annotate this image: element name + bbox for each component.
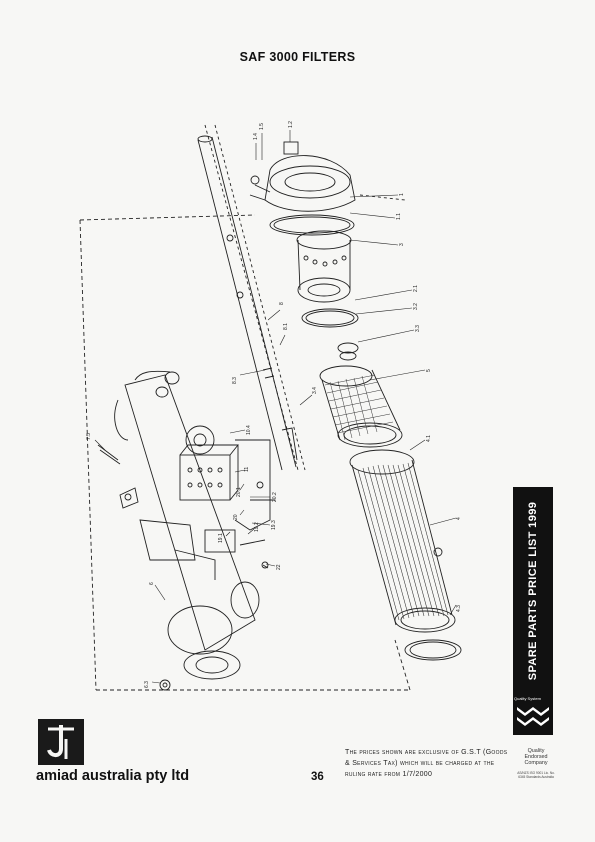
callout-label: 3.3 xyxy=(415,325,421,332)
quality-licence-text: AS/NZS ISO 9001 Lic. No. 6345 Standards … xyxy=(517,771,555,779)
callout-label: 4 xyxy=(456,517,462,520)
callout-label: 1.5 xyxy=(259,123,265,130)
callout-label: 1 xyxy=(399,193,405,196)
callout-label: 3.4 xyxy=(312,387,318,394)
callout-label: 1.2 xyxy=(288,121,294,128)
callout-label: 3 xyxy=(399,243,405,246)
callout-label: 3.2 xyxy=(413,303,419,310)
callout-label: 10.4 xyxy=(246,425,252,435)
chevron-pattern-icon xyxy=(517,707,549,726)
callout-label: 4.1 xyxy=(426,435,432,442)
callout-label: 19.1 xyxy=(218,533,224,543)
callout-label: 19.2 xyxy=(254,522,260,532)
callout-label: 22 xyxy=(276,564,282,570)
callout-label: 1.1 xyxy=(396,213,402,220)
callout-label: 7.5 xyxy=(86,433,92,440)
quality-endorsed-text: Quality Endorsed Company xyxy=(524,748,548,767)
callout-label: 8 xyxy=(279,302,285,305)
callout-label: 6 xyxy=(149,582,155,585)
side-banner-text: SPARE PARTS PRICE LIST 1999 xyxy=(527,501,539,681)
page-title: SAF 3000 FILTERS xyxy=(239,50,356,64)
company-name: amiad australia pty ltd xyxy=(36,768,190,784)
callout-label: 4.3 xyxy=(456,605,462,612)
callout-label: 8.1 xyxy=(283,323,289,330)
callout-label: 8.3 xyxy=(232,377,238,384)
callout-label: 5 xyxy=(426,369,432,372)
callout-label: 20.1 xyxy=(236,487,242,497)
quality-system-label: Quality System xyxy=(514,696,541,701)
callout-label: 1.4 xyxy=(253,133,259,140)
callout-label: 11 xyxy=(244,467,250,472)
quality-system-badge: Quality System xyxy=(513,695,553,735)
callout-label: 2.1 xyxy=(413,285,419,292)
amiad-logo-icon xyxy=(38,719,84,765)
callout-label: 19.3 xyxy=(271,520,277,530)
callout-label: 20.2 xyxy=(272,492,278,502)
callout-label: 20 xyxy=(233,514,239,520)
callout-label: 6.3 xyxy=(144,681,150,688)
side-banner: SPARE PARTS PRICE LIST 1999 xyxy=(513,487,553,695)
page-number: 36 xyxy=(311,771,324,783)
gst-notice: The prices shown are exclusive of G.S.T … xyxy=(345,749,508,778)
